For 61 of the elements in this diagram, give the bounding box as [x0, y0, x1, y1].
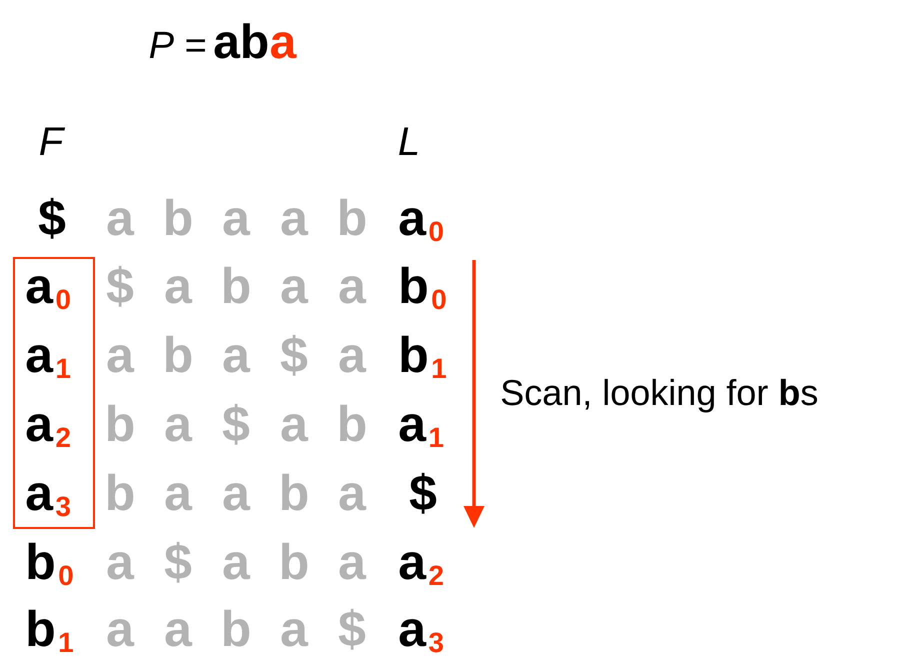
- rotation-symbol: a: [340, 345, 366, 372]
- symbol: a: [26, 276, 54, 304]
- symbol: a: [26, 414, 54, 442]
- symbol: a: [400, 619, 426, 646]
- rotation-symbol: b: [166, 336, 192, 372]
- symbol: a: [26, 483, 54, 510]
- rotation-symbol: a: [282, 619, 308, 646]
- index-number: 0: [59, 565, 73, 586]
- symbol: b: [28, 610, 54, 646]
- rotation-symbol: b: [340, 404, 366, 442]
- symbol: b: [402, 336, 427, 372]
- rotation-symbol: $: [280, 334, 308, 376]
- rotation-symbol: b: [166, 198, 192, 236]
- pattern-text: a: [271, 32, 297, 58]
- pattern-label: P =: [150, 32, 205, 58]
- rotation-symbol: a: [282, 414, 308, 442]
- rotation-symbol: b: [224, 610, 250, 646]
- index-number: 1: [430, 428, 444, 447]
- rotation-symbol: a: [166, 483, 192, 510]
- rotation-symbol: a: [166, 276, 192, 304]
- rotation-symbol: a: [224, 483, 250, 510]
- index-number: 1: [57, 358, 70, 378]
- index-number: 1: [432, 358, 446, 378]
- column-header: F: [40, 128, 66, 155]
- rotation-symbol: a: [224, 345, 250, 372]
- rotation-symbol: b: [282, 474, 308, 510]
- rotation-symbol: $: [338, 608, 366, 650]
- index-number: 0: [430, 221, 443, 242]
- rotation-symbol: a: [108, 619, 134, 646]
- rotation-symbol: $: [164, 542, 192, 583]
- rotation-symbol: a: [108, 552, 134, 580]
- rotation-symbol: a: [108, 208, 134, 236]
- index-number: 0: [56, 289, 70, 310]
- rotation-symbol: b: [282, 542, 308, 580]
- pattern-text: ab: [214, 23, 268, 58]
- symbol: a: [400, 414, 426, 442]
- rotation-symbol: a: [166, 414, 192, 442]
- rotation-symbol: a: [340, 483, 366, 510]
- symbol: a: [400, 552, 426, 580]
- rotation-symbol: a: [340, 276, 366, 304]
- rotation-symbol: $: [222, 404, 250, 445]
- symbol: a: [26, 345, 54, 372]
- rotation-symbol: a: [282, 276, 308, 304]
- rotation-symbol: a: [166, 619, 192, 646]
- symbol: b: [402, 266, 427, 304]
- index-number: 2: [429, 565, 443, 585]
- rotation-symbol: a: [282, 208, 308, 236]
- symbol: a: [400, 208, 426, 236]
- rotation-symbol: b: [224, 266, 250, 304]
- rotation-symbol: a: [340, 552, 366, 580]
- rotation-symbol: b: [340, 198, 366, 236]
- index-number: 0: [432, 289, 446, 310]
- index-number: 3: [56, 496, 70, 516]
- rotation-symbol: a: [224, 552, 250, 580]
- index-number: 2: [56, 427, 70, 447]
- index-number: 1: [60, 632, 73, 652]
- rotation-symbol: a: [224, 208, 250, 236]
- column-header: L: [399, 128, 418, 155]
- annotation-text: Scan, looking for bs: [502, 378, 818, 412]
- index-number: 3: [429, 632, 443, 652]
- symbol: $: [410, 472, 436, 514]
